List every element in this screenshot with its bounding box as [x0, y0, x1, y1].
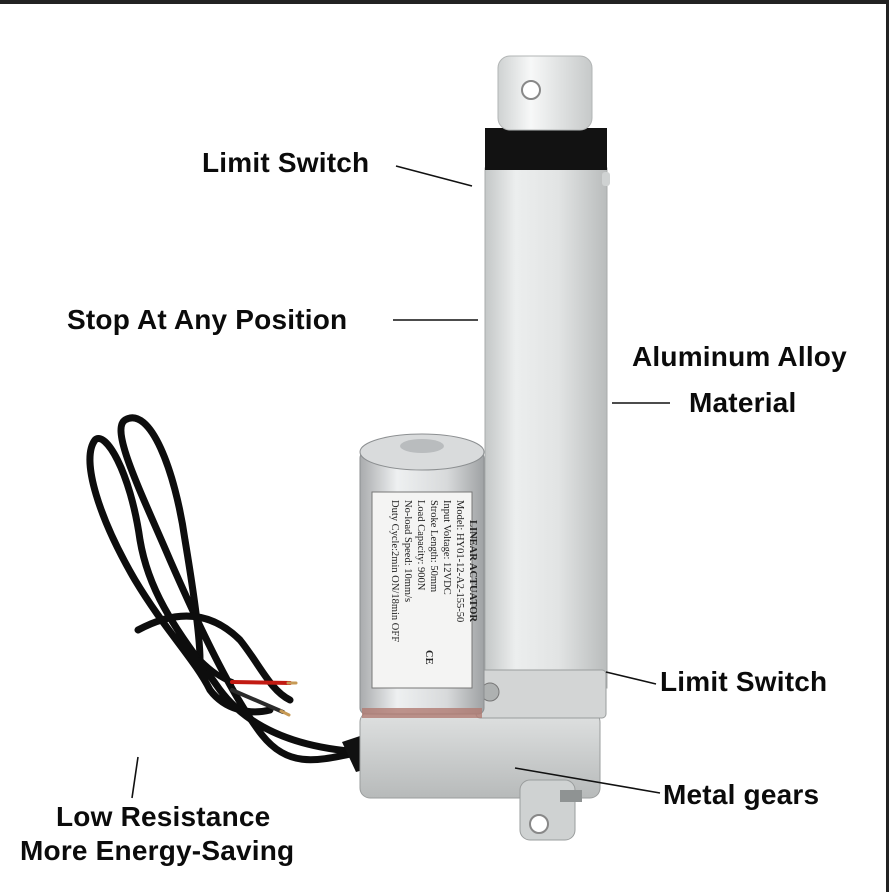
plate-load: Load Capacity: 900N: [415, 500, 426, 591]
label-limit-switch-bottom: Limit Switch: [660, 666, 828, 697]
label-stop-any-position: Stop At Any Position: [67, 304, 348, 335]
label-limit-switch-top: Limit Switch: [202, 147, 370, 178]
callout-line-resistance: [131, 756, 139, 799]
callout-line-limit-bottom: [605, 671, 657, 685]
motor-label-plate: LINEAR ACTUATOR Model: HY01-12-A2-155-50…: [371, 491, 478, 689]
callout-line-gears: [514, 767, 661, 794]
label-more-energy-saving: More Energy-Saving: [20, 835, 295, 866]
ce-mark: CE: [423, 650, 434, 665]
power-cable: [86, 414, 364, 764]
label-aluminum-alloy: Aluminum Alloy: [632, 341, 847, 372]
plate-duty: Duty Cycle:2min ON/18min OFF: [389, 500, 400, 642]
plate-stroke: Stroke Length: 50mm: [428, 500, 439, 592]
plate-speed: No-load Speed: 10mm/s: [402, 500, 413, 602]
label-material: Material: [689, 387, 797, 418]
plate-model: Model: HY01-12-A2-155-50: [454, 500, 465, 622]
label-low-resistance: Low Resistance: [56, 801, 271, 832]
actuator-rod: [497, 55, 593, 131]
right-border: [886, 0, 889, 892]
label-metal-gears: Metal gears: [663, 779, 820, 810]
plate-title: LINEAR ACTUATOR: [467, 520, 478, 622]
tube-clamp: [475, 669, 607, 719]
top-border: [0, 0, 889, 4]
plate-voltage: Input Voltage: 12VDC: [441, 500, 452, 595]
aluminum-tube: [484, 128, 610, 689]
gearbox-housing: [359, 711, 601, 841]
wire-ends: [197, 657, 298, 717]
callout-lines: [131, 165, 670, 799]
callout-line-limit-top: [395, 165, 473, 187]
